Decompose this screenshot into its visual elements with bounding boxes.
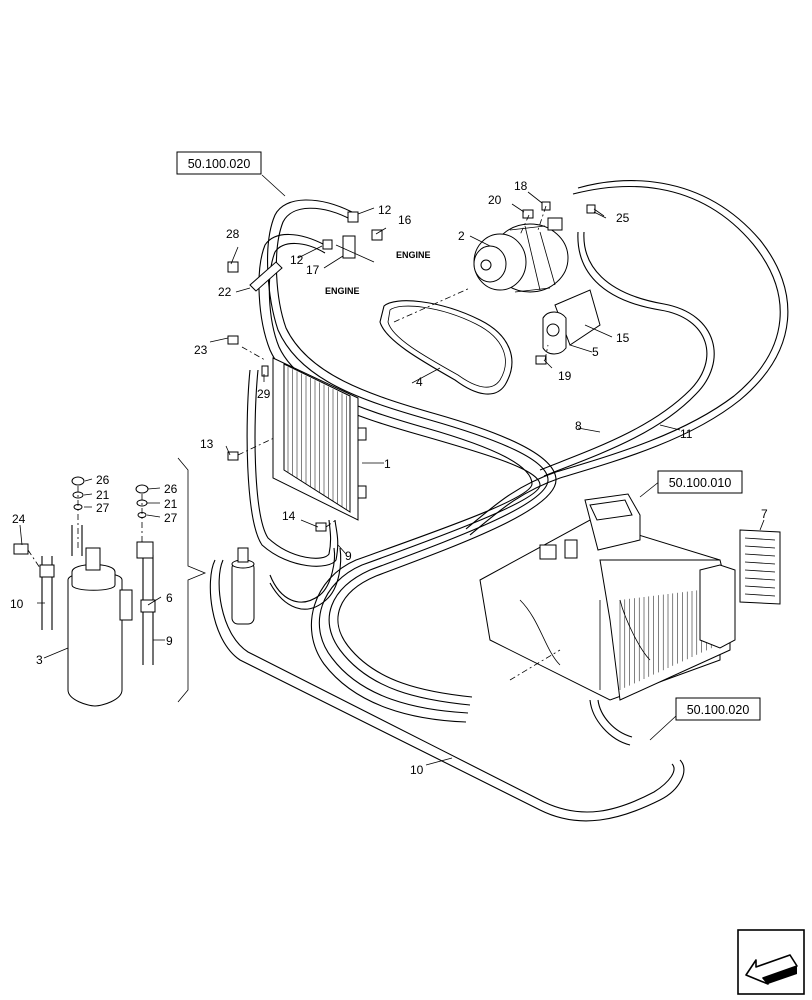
- callout-28: 28: [226, 227, 240, 241]
- compressor: [473, 217, 569, 293]
- hose-9: [246, 369, 342, 610]
- callout-11: 11: [680, 427, 693, 441]
- ref-text-top: 50.100.020: [188, 157, 251, 171]
- callout-26: 26: [164, 482, 178, 496]
- callout-10: 10: [410, 763, 424, 777]
- drive-belt: [379, 300, 513, 395]
- callout-3: 3: [36, 653, 43, 667]
- callout-12: 12: [378, 203, 392, 217]
- callout-15: 15: [616, 331, 630, 345]
- callout-21: 21: [96, 488, 110, 502]
- hose-clamp: [227, 261, 283, 292]
- engine-label: ENGINE: [396, 250, 431, 260]
- callout-6: 6: [166, 591, 173, 605]
- callout-22: 22: [218, 285, 232, 299]
- callout-5: 5: [592, 345, 599, 359]
- callout-19: 19: [558, 369, 572, 383]
- ref-box-top[interactable]: 50.100.020: [176, 151, 262, 175]
- ref-text-bottom: 50.100.020: [687, 703, 750, 717]
- callout-18: 18: [514, 179, 528, 193]
- callout-12: 12: [290, 253, 304, 267]
- callout-13: 13: [200, 437, 214, 451]
- callout-16: 16: [398, 213, 412, 227]
- callout-8: 8: [575, 419, 582, 433]
- receiver-drier-small: [231, 547, 255, 625]
- callout-1: 1: [384, 457, 391, 471]
- callout-14: 14: [282, 509, 296, 523]
- next-page-arrow-icon[interactable]: [737, 929, 805, 995]
- leader-lines: [19, 174, 765, 766]
- callout-24: 24: [12, 512, 26, 526]
- heater-unit: [479, 493, 736, 746]
- group-bracket: [177, 457, 207, 703]
- ref-text-heater: 50.100.010: [669, 476, 732, 490]
- callout-20: 20: [488, 193, 502, 207]
- callout-23: 23: [194, 343, 208, 357]
- callout-10: 10: [10, 597, 24, 611]
- assembly-lines: [27, 205, 561, 681]
- callout-29: 29: [257, 387, 271, 401]
- callout-4: 4: [416, 375, 423, 389]
- ref-box-heater[interactable]: 50.100.010: [657, 470, 743, 494]
- callout-2: 2: [458, 229, 465, 243]
- callout-9: 9: [345, 549, 352, 563]
- receiver-drier-detail: [13, 476, 156, 707]
- hose-10: [209, 559, 685, 822]
- callout-27: 27: [96, 501, 110, 515]
- engine-label: ENGINE: [325, 286, 360, 296]
- callout-7: 7: [761, 507, 768, 521]
- callout-26: 26: [96, 473, 110, 487]
- callout-21: 21: [164, 497, 178, 511]
- callout-27: 27: [164, 511, 178, 525]
- compressor-bracket: [542, 289, 601, 355]
- cabin-filter: [739, 529, 781, 605]
- condenser: [272, 357, 367, 521]
- callouts: 1 2 3 4 5 6 7 8 9 9 10 10 11 12 12 13 14…: [10, 179, 768, 777]
- hose-8-11: [465, 180, 789, 536]
- callout-17: 17: [306, 263, 320, 277]
- callout-25: 25: [616, 211, 630, 225]
- callout-9: 9: [166, 634, 173, 648]
- ref-box-bottom[interactable]: 50.100.020: [675, 697, 761, 721]
